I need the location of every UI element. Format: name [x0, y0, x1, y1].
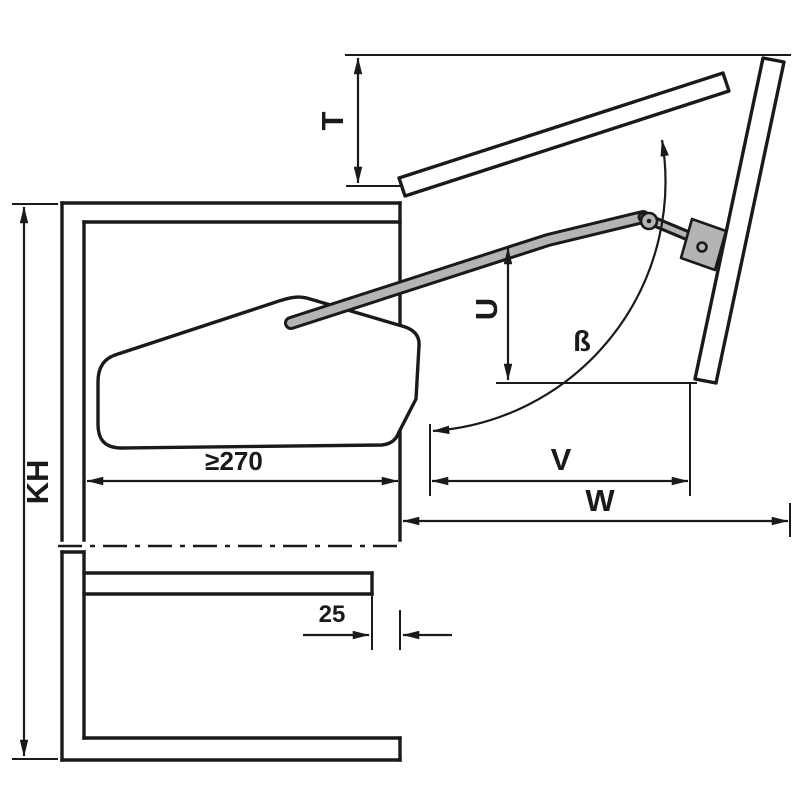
dimension-label-opening-angle: ß [573, 326, 591, 358]
dimension-label-kh: KH [20, 460, 55, 505]
lift-mechanism-housing [96, 295, 421, 450]
dimension-label-u: U [469, 298, 504, 320]
flap-door-open-position [397, 71, 731, 198]
dimension-label-w: W [585, 483, 615, 518]
dimension-label-v: V [551, 442, 572, 477]
dimension-label-t: T [315, 111, 350, 130]
arm-pivot-axis [646, 218, 652, 224]
dimension-label-offset: 25 [319, 601, 346, 628]
dimension-labels: KH T U V W ß ≥270 25 [20, 111, 615, 628]
dimension-label-min-depth: ≥270 [205, 446, 263, 476]
opening-angle-arc [432, 139, 669, 435]
lift-arm-fill [287, 213, 647, 327]
bracket-pivot [696, 241, 708, 253]
door-mounting-bracket-assembly [639, 211, 728, 272]
flap-door-front-position [693, 56, 786, 385]
cabinet-lower-section [60, 550, 402, 762]
dimension-lines [19, 57, 789, 757]
